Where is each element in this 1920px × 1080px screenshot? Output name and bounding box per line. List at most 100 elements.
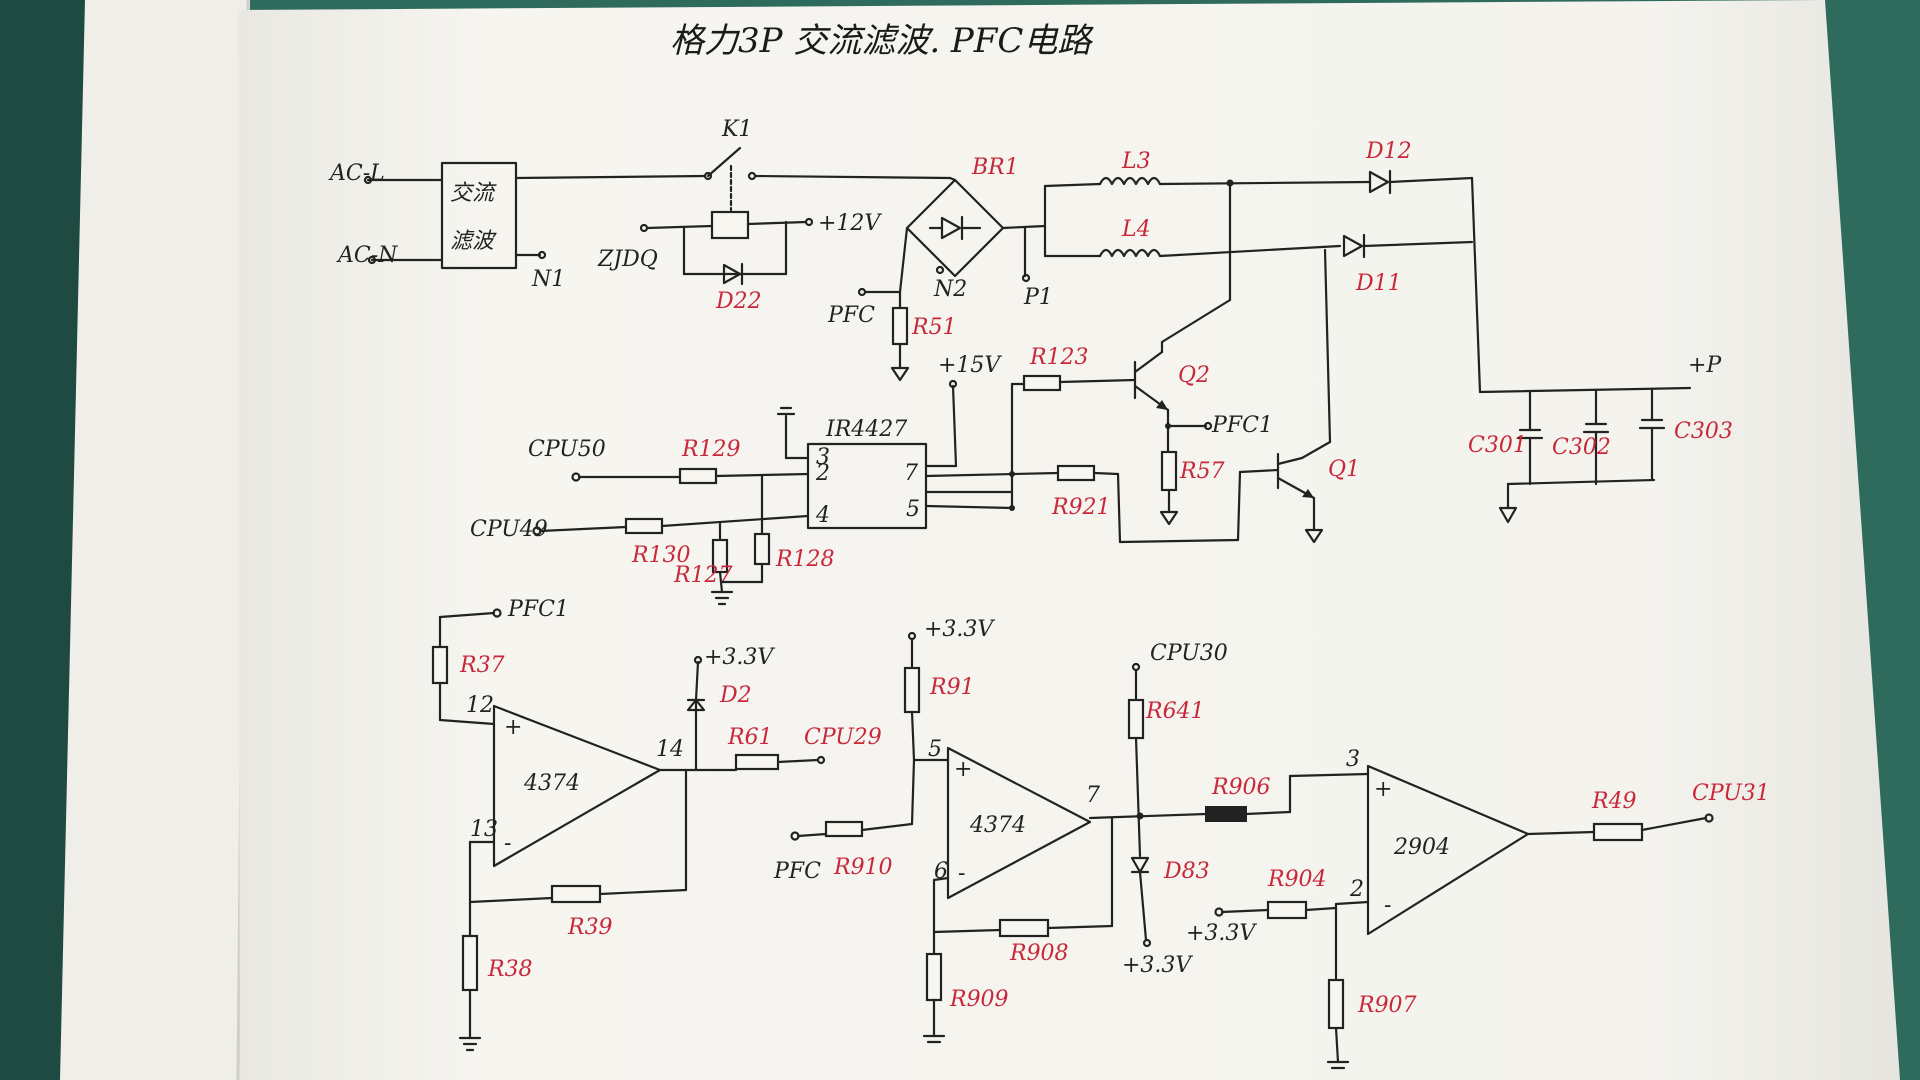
d12-diode xyxy=(1368,170,1390,194)
r49-resistor xyxy=(1592,822,1644,842)
wire xyxy=(438,718,496,726)
filter-text-1: 交流 xyxy=(450,181,497,206)
wire xyxy=(1300,440,1332,460)
wire xyxy=(660,514,810,528)
label-l4: L4 xyxy=(1121,217,1151,242)
terminal-n2 xyxy=(935,265,945,275)
label-plus12v: +12V xyxy=(818,211,882,236)
wire xyxy=(1388,176,1474,184)
op3-pin2: 2 xyxy=(1349,877,1364,902)
opamp-3 xyxy=(1366,764,1530,936)
wire xyxy=(694,660,700,702)
pin-2: 2 xyxy=(815,461,830,486)
r910-resistor xyxy=(824,820,864,838)
r38-resistor xyxy=(461,934,479,992)
label-r130: R130 xyxy=(631,543,691,568)
terminal xyxy=(804,217,814,227)
d22-diode xyxy=(722,263,742,285)
k1-contact-a xyxy=(703,171,713,181)
opamp-2 xyxy=(946,746,1092,900)
q2-collector xyxy=(1133,350,1164,374)
wire xyxy=(1088,812,1208,820)
label-c301: C301 xyxy=(1468,433,1527,458)
op2-pin5: 5 xyxy=(928,737,942,762)
terminal xyxy=(363,175,373,185)
op3-label: 2904 xyxy=(1393,835,1450,860)
wire xyxy=(514,174,707,180)
label-cpu29: CPU29 xyxy=(804,725,882,750)
opamp-1-section: PFC1 R37 12 + - 4374 13 14 R61 CPU29 +3.… xyxy=(431,597,882,1052)
l3-inductor xyxy=(1098,176,1162,186)
wire xyxy=(948,176,957,182)
label-r908: R908 xyxy=(1009,941,1069,966)
label-plus15v: +15V xyxy=(938,353,1002,378)
ground-icon xyxy=(1159,510,1179,526)
wire xyxy=(924,471,1060,478)
wire xyxy=(1323,248,1332,444)
label-ac-n: AC-N xyxy=(336,243,398,268)
label-r641: R641 xyxy=(1145,699,1205,724)
q1-arrow xyxy=(1302,489,1314,498)
wire xyxy=(1304,906,1338,912)
wire xyxy=(1138,870,1148,942)
r51-resistor xyxy=(891,306,909,346)
label-k1: K1 xyxy=(721,117,752,142)
junction xyxy=(1009,471,1015,477)
label-cpu50: CPU50 xyxy=(528,437,606,462)
wire xyxy=(538,525,628,533)
label-r904: R904 xyxy=(1267,867,1327,892)
wire xyxy=(1092,471,1120,476)
wire xyxy=(932,928,1002,934)
r91-resistor xyxy=(903,666,921,714)
label-r38: R38 xyxy=(487,957,533,982)
wire xyxy=(924,504,1014,510)
label-pfc1-low: PFC1 xyxy=(507,597,569,622)
label-cpu30: CPU30 xyxy=(1150,641,1228,666)
r61-resistor xyxy=(734,753,780,771)
terminal-p1 xyxy=(1021,273,1031,283)
label-r49: R49 xyxy=(1591,789,1637,814)
wire xyxy=(1046,924,1114,930)
r908-resistor xyxy=(998,918,1050,938)
r921-resistor xyxy=(1056,464,1096,482)
paper-sheet xyxy=(238,0,1900,1080)
terminal-pfc1 xyxy=(1203,421,1213,431)
label-d22: D22 xyxy=(715,289,762,314)
wire xyxy=(1362,240,1474,248)
pfc-boost-section: L3 L4 D12 D11 +P C301 C302 C30 xyxy=(1010,139,1733,544)
r907-resistor xyxy=(1327,978,1345,1030)
label-r128: R128 xyxy=(775,547,835,572)
op1-pin14: 14 xyxy=(656,737,684,762)
wire xyxy=(468,896,554,904)
label-n1: N1 xyxy=(531,267,565,292)
label-pfc-low: PFC xyxy=(773,859,821,884)
terminal xyxy=(1214,907,1224,917)
label-pfc-top: PFC xyxy=(827,303,875,328)
label-cpu49: CPU49 xyxy=(470,517,548,542)
wire xyxy=(1134,736,1142,858)
opamp-2-section: +3.3V R91 5 PFC R910 + - 4374 7 6 R908 R… xyxy=(773,617,1228,1044)
r123-resistor xyxy=(1022,374,1062,392)
label-plus-p: +P xyxy=(1688,353,1722,378)
wire xyxy=(1238,468,1280,474)
label-r910: R910 xyxy=(833,855,893,880)
label-r129: R129 xyxy=(681,437,741,462)
comparator-section: R906 3 + - 2904 2 R49 CPU31 R904 +3.3V R… xyxy=(1186,747,1770,1070)
wire xyxy=(1116,472,1122,544)
wire xyxy=(860,822,914,832)
op1-minus: - xyxy=(504,831,511,856)
wire xyxy=(1158,180,1372,186)
wire xyxy=(645,224,714,230)
op3-pin3: 3 xyxy=(1346,747,1360,772)
ground-icon xyxy=(1498,506,1518,524)
notebook-left-page xyxy=(60,0,250,1080)
junction xyxy=(1009,505,1015,511)
label-c303: C303 xyxy=(1674,419,1733,444)
label-plus33v-d83: +3.3V xyxy=(1122,953,1193,978)
label-r51: R51 xyxy=(911,315,957,340)
label-cpu31: CPU31 xyxy=(1692,781,1770,806)
wire xyxy=(1478,386,1692,394)
wire xyxy=(1043,182,1102,188)
label-r123: R123 xyxy=(1029,345,1089,370)
label-q1: Q1 xyxy=(1328,457,1360,482)
